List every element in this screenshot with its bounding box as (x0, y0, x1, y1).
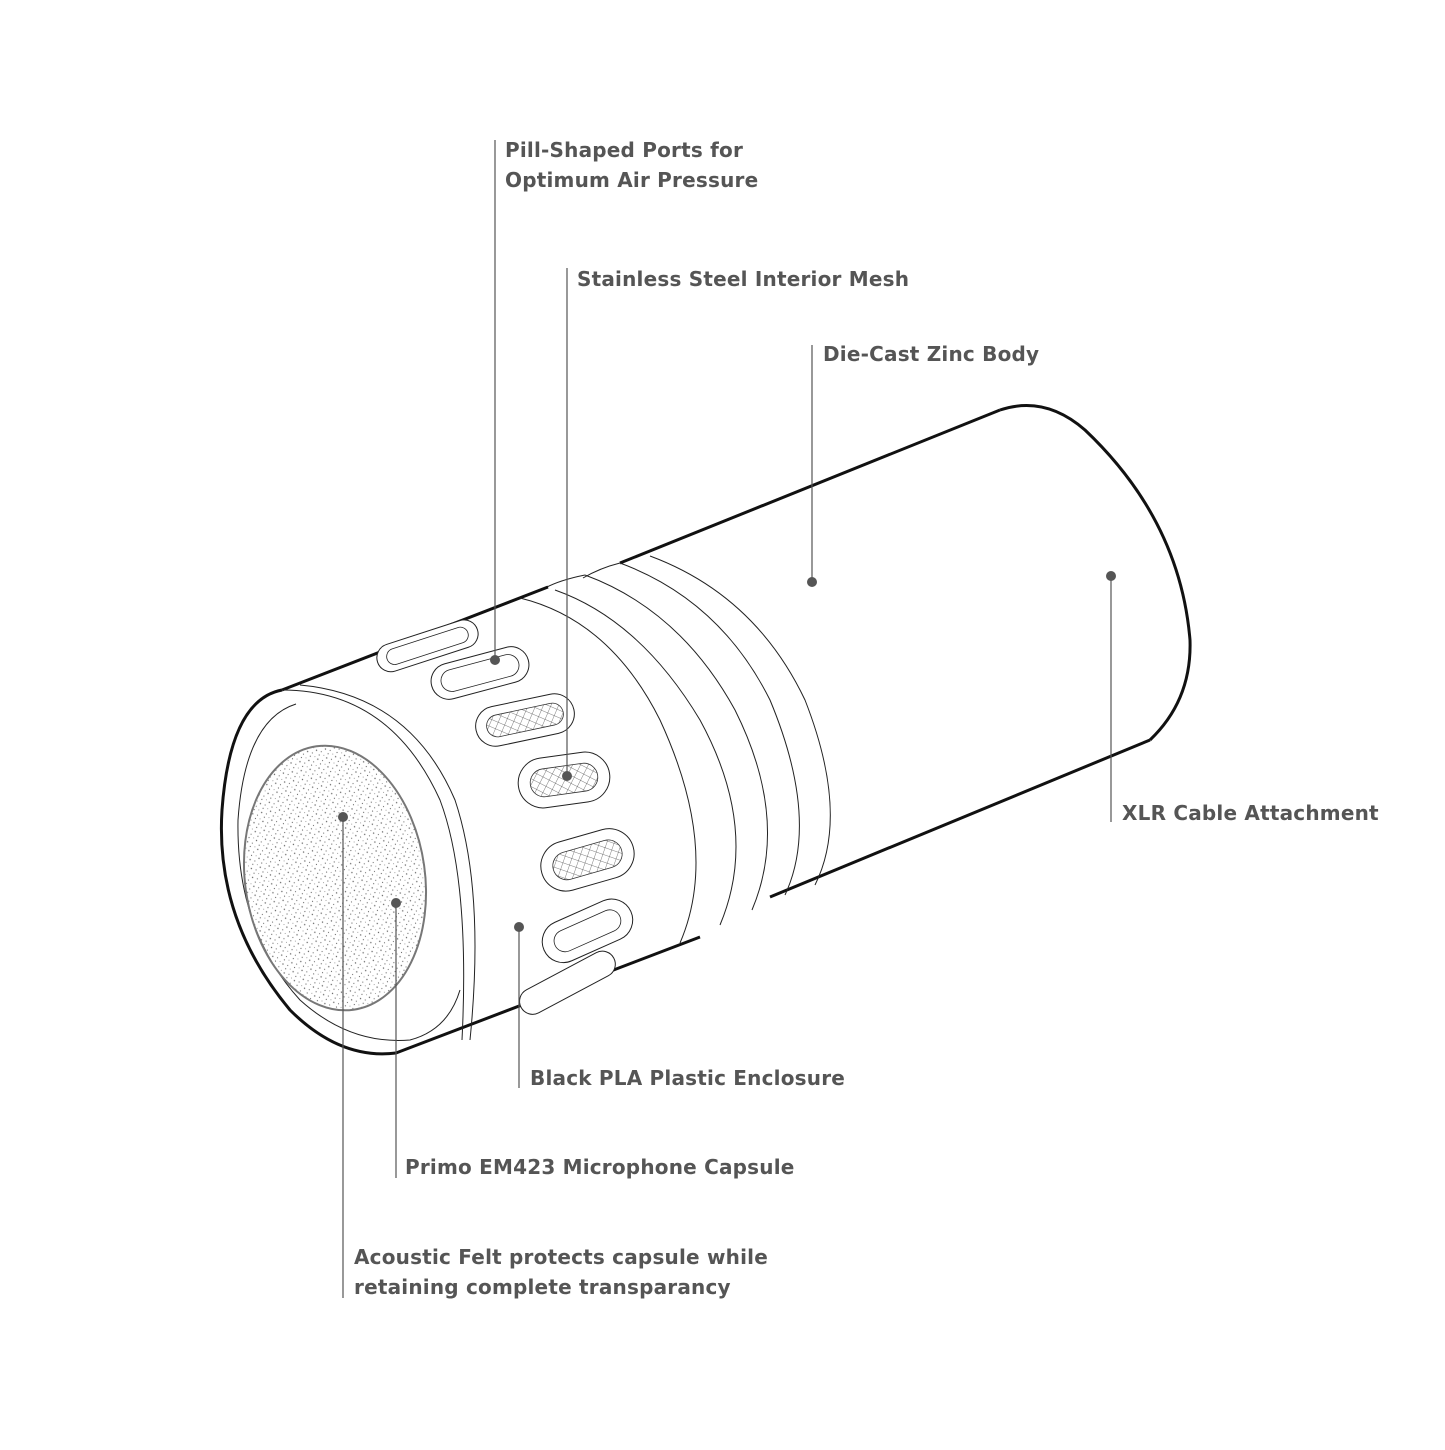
dot-mesh (562, 771, 572, 781)
front-face (219, 688, 461, 1056)
label-xlr-attachment-text: XLR Cable Attachment (1122, 801, 1379, 825)
dot-ports (490, 655, 500, 665)
acoustic-felt-disc (242, 744, 428, 1012)
dot-capsule (391, 898, 401, 908)
dot-enclosure (514, 922, 524, 932)
dot-body (807, 577, 817, 587)
label-pill-ports-line1: Pill-Shaped Ports for (505, 138, 744, 162)
label-plastic-enclosure: Black PLA Plastic Enclosure (530, 1063, 845, 1093)
zinc-body (544, 404, 1192, 926)
label-pill-ports: Pill-Shaped Ports for Optimum Air Pressu… (505, 135, 758, 195)
label-interior-mesh-text: Stainless Steel Interior Mesh (577, 267, 910, 291)
dot-felt (338, 812, 348, 822)
label-xlr-attachment: XLR Cable Attachment (1122, 798, 1379, 828)
label-mic-capsule-text: Primo EM423 Microphone Capsule (405, 1155, 795, 1179)
label-zinc-body-text: Die-Cast Zinc Body (823, 342, 1040, 366)
leaders (338, 140, 1116, 1298)
label-interior-mesh: Stainless Steel Interior Mesh (577, 264, 909, 294)
label-zinc-body: Die-Cast Zinc Body (823, 339, 1039, 369)
label-acoustic-felt-line1: Acoustic Felt protects capsule while (354, 1245, 768, 1269)
label-acoustic-felt: Acoustic Felt protects capsule while ret… (354, 1242, 768, 1302)
dot-xlr (1106, 571, 1116, 581)
label-plastic-enclosure-text: Black PLA Plastic Enclosure (530, 1066, 846, 1090)
label-acoustic-felt-line2: retaining complete transparancy (354, 1275, 731, 1299)
label-mic-capsule: Primo EM423 Microphone Capsule (405, 1152, 795, 1182)
label-pill-ports-line2: Optimum Air Pressure (505, 168, 759, 192)
